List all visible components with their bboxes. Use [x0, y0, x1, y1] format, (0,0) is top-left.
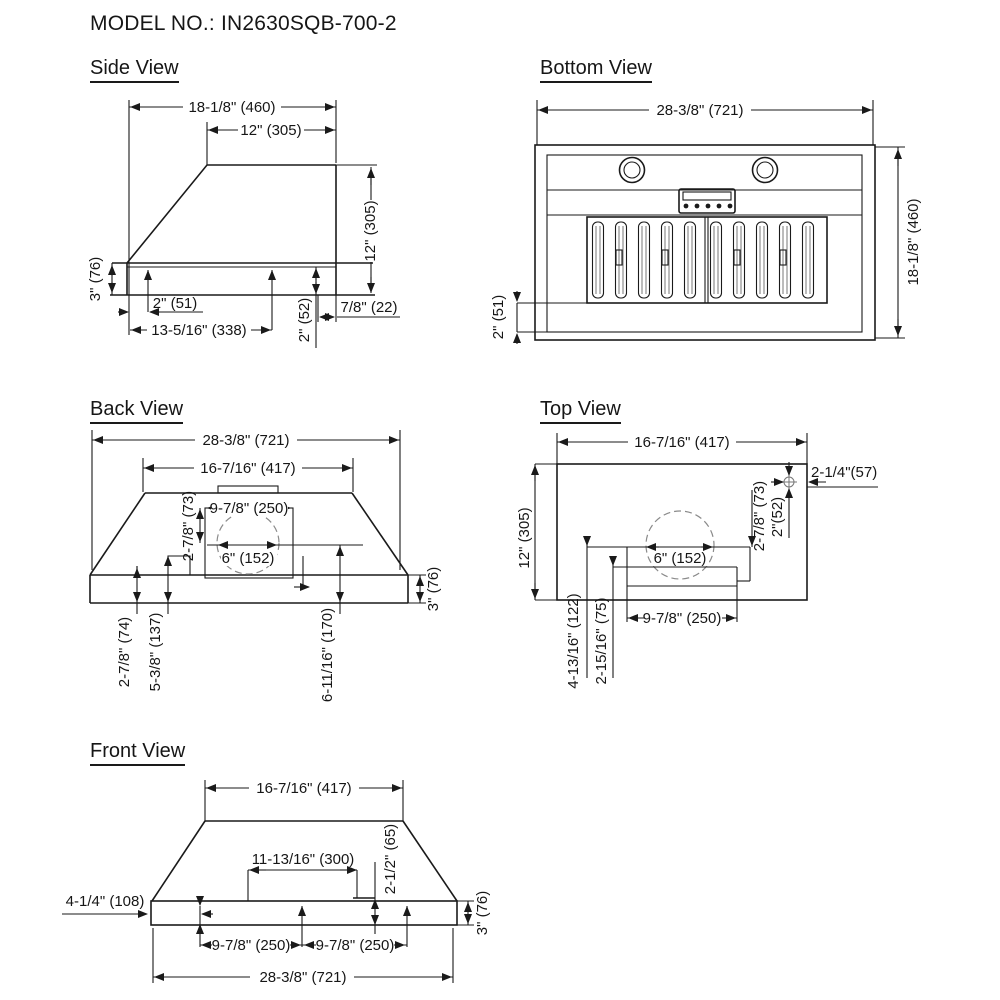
dim-top-duct-dia: 6" (152) — [654, 550, 707, 567]
hood-bottom-outline — [534, 144, 876, 341]
dim-top-width: 16-7/16" (417) — [634, 434, 729, 451]
dim-front-bottom-band: 3" (76) — [474, 891, 491, 936]
dim-front-top-width: 16-7/16" (417) — [256, 780, 351, 797]
back-view-drawing: 28-3/8" (721) 16-7/16" (417) — [89, 430, 442, 702]
dim-front-panel-width: 11-13/16" (300) — [252, 851, 355, 868]
dim-back-duct-box-width: 9-7/8" (250) — [210, 500, 289, 517]
dim-side-top-depth: 12" (305) — [240, 122, 301, 139]
front-view-heading: Front View — [90, 740, 186, 766]
dim-back-top-width: 16-7/16" (417) — [200, 460, 295, 477]
lamp-icon — [751, 156, 779, 184]
dim-back-keyhole-up: 2-7/8" (74) — [116, 617, 133, 687]
duct-circle-top — [645, 510, 715, 580]
damper-box — [613, 547, 751, 622]
hood-top-outline — [556, 463, 808, 601]
dim-back-duct-up: 6-11/16" (170) — [319, 608, 336, 702]
dim-side-keyhole-span: 13-5/16" (338) — [151, 322, 246, 339]
hood-side-outline — [126, 164, 336, 264]
hood-back-outline — [89, 485, 409, 604]
dim-front-keyhole-left: 4-1/4" (108) — [66, 893, 145, 910]
dim-back-duct-dia: 6" (152) — [222, 550, 275, 567]
dim-front-hole-right: 9-7/8" (250) — [316, 937, 395, 954]
hood-front-outline — [150, 820, 458, 926]
dim-back-bottom-band: 3" (76) — [425, 567, 442, 612]
dim-side-keyhole-front: 2" (51) — [153, 295, 198, 312]
dim-bottom-lip: 2" (51) — [490, 295, 507, 340]
top-view-drawing: 16-7/16" (417) 12" (305) 2"(52) 2-7/8" (… — [516, 433, 878, 689]
dim-bottom-width: 28-3/8" (721) — [656, 102, 743, 119]
dim-front-panel-height: 2-1/2" (65) — [382, 824, 399, 894]
duct-knockout-box — [204, 507, 294, 579]
dim-side-height: 12" (305) — [362, 200, 379, 261]
dim-top-depth: 12" (305) — [516, 507, 533, 568]
dim-side-damper-height: 2" (52) — [296, 298, 313, 343]
dim-side-bottom-band: 3" (76) — [87, 257, 104, 302]
control-panel — [678, 188, 736, 214]
front-view-drawing: 16-7/16" (417) 11-13/16" (300) 2-1/2" (6… — [62, 779, 491, 986]
dim-top-damper-front: 2-15/16" (75) — [593, 597, 610, 684]
dim-top-damper-width: 9-7/8" (250) — [643, 610, 722, 627]
power-cord-hole — [781, 474, 797, 490]
dim-side-total-depth: 18-1/8" (460) — [188, 99, 275, 116]
dim-top-duct-center: 4-13/16" (122) — [565, 593, 582, 688]
side-view-heading: Side View — [90, 57, 179, 83]
dim-bottom-depth: 18-1/8" (460) — [905, 198, 922, 285]
dim-back-width: 28-3/8" (721) — [202, 432, 289, 449]
side-view-drawing: 18-1/8" (460) 12" (305) 12" (305) 3" (76… — [87, 97, 400, 348]
dim-front-hole-left: 9-7/8" (250) — [212, 937, 291, 954]
back-view-heading: Back View — [90, 398, 184, 424]
top-view-heading: Top View — [540, 398, 621, 424]
dim-front-width: 28-3/8" (721) — [259, 969, 346, 986]
bottom-view-drawing: 28-3/8" (721) — [490, 100, 922, 344]
dim-side-damper-rear: 7/8" (22) — [340, 299, 397, 316]
lamp-icon — [618, 156, 646, 184]
bottom-view-heading: Bottom View — [540, 57, 652, 83]
model-number-title: MODEL NO.: IN2630SQB-700-2 — [90, 12, 397, 35]
dim-back-duct-top: 2-7/8" (73) — [180, 491, 197, 561]
dim-top-damper-rear: 2-7/8" (73) — [751, 481, 768, 551]
dim-top-cord-rear: 2"(52) — [769, 497, 786, 537]
dim-back-slot-up: 5-3/8" (137) — [147, 613, 164, 692]
dim-top-cord-right: 2-1/4"(57) — [811, 464, 877, 481]
baffle-filters — [586, 216, 828, 304]
